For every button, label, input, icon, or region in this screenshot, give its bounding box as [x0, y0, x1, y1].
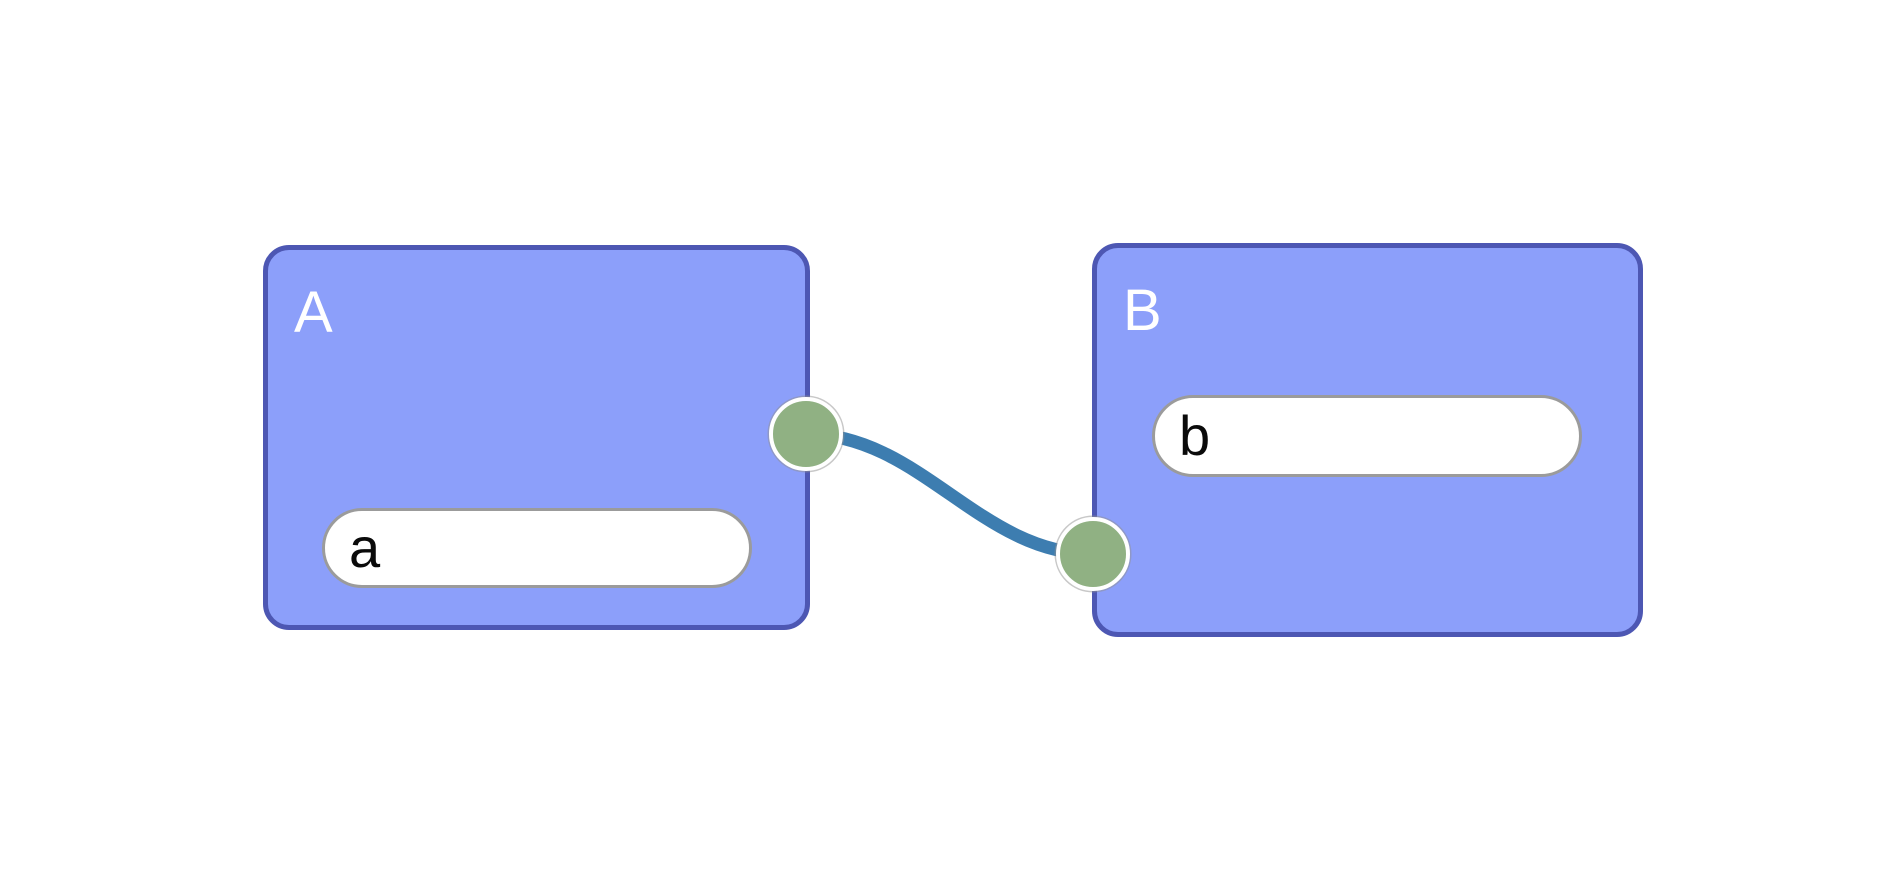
node-A-output-handle[interactable]	[769, 397, 843, 471]
node-A-title: A	[294, 280, 333, 345]
connection-edge[interactable]	[805, 427, 1094, 561]
node-A-field-value: a	[349, 516, 381, 579]
node-B[interactable]: B b	[1092, 243, 1643, 637]
node-A-field[interactable]: a	[322, 508, 752, 588]
node-B-title: B	[1123, 278, 1162, 343]
node-B-field[interactable]: b	[1152, 395, 1582, 477]
node-B-field-value: b	[1179, 404, 1211, 467]
node-B-input-handle[interactable]	[1056, 517, 1130, 591]
node-A[interactable]: A a	[263, 245, 810, 630]
